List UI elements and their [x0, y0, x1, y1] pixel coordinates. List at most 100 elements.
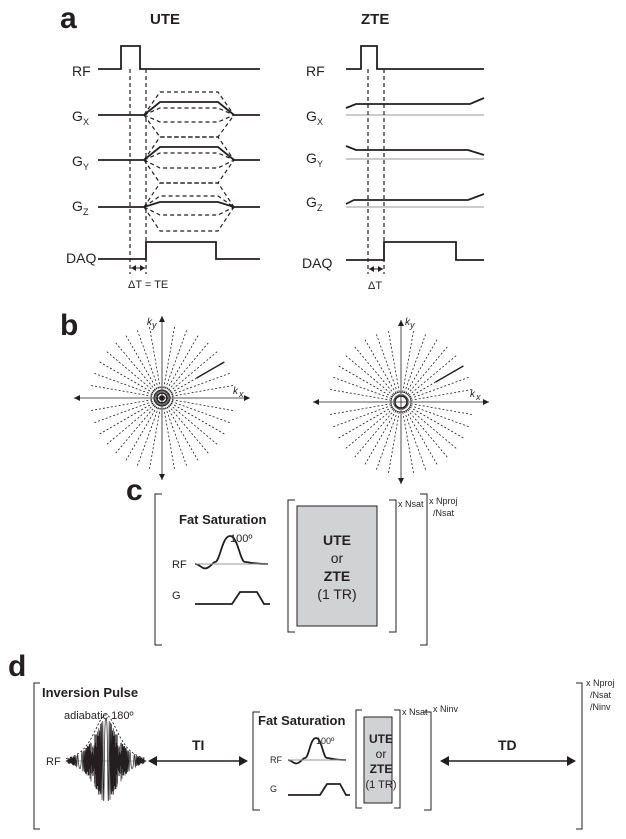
zte-daq-waveform: [346, 241, 484, 261]
d-inversion-title: Inversion Pulse: [42, 685, 138, 700]
svg-text:X: X: [83, 117, 89, 127]
svg-text:k: k: [470, 389, 476, 400]
svg-text:Z: Z: [83, 207, 89, 217]
c-outer-bracket-left: [154, 493, 162, 646]
d-outer-bracket-right: [576, 682, 583, 830]
ute-daq-label: DAQ: [66, 250, 96, 266]
d-box-ute: UTE: [369, 732, 393, 746]
ute-delta-arrow: [131, 265, 145, 271]
c-nsat-label: x Nsat: [398, 499, 424, 509]
c-inner-bracket-right: [389, 499, 397, 633]
zte-ky-label: k y: [405, 317, 415, 330]
c-nproj-label: x Nproj: [429, 496, 458, 506]
zte-gy-waveform: [345, 145, 485, 160]
d-box-zte: ZTE: [370, 762, 393, 776]
svg-text:k: k: [233, 386, 239, 397]
zte-gz-waveform: [345, 193, 485, 208]
c-fat-sat-title: Fat Saturation: [179, 512, 266, 527]
svg-text:X: X: [317, 117, 323, 127]
svg-text:Y: Y: [83, 162, 89, 172]
ute-kspace-trajectory: [74, 316, 250, 480]
svg-text:G: G: [72, 198, 83, 214]
svg-text:k: k: [147, 317, 153, 328]
c-rf-label: RF: [172, 559, 187, 571]
ute-delta-label: ΔT = TE: [128, 279, 168, 291]
svg-text:G: G: [306, 108, 317, 124]
d-g-waveform: [288, 783, 350, 796]
d-ninv-label: x Ninv: [433, 704, 459, 714]
svg-text:y: y: [409, 320, 415, 330]
zte-delta-label: ΔT: [368, 280, 382, 292]
svg-text:G: G: [72, 153, 83, 169]
d-inner-bracket-right: [394, 709, 401, 809]
svg-text:G: G: [72, 108, 83, 124]
zte-gy-label: G Y: [306, 150, 323, 169]
ute-title: UTE: [150, 11, 180, 28]
svg-text:k: k: [405, 317, 411, 328]
d-mid-bracket-left: [252, 711, 260, 811]
d-g-label: G: [270, 784, 277, 794]
c-outer-bracket-right: [420, 493, 428, 646]
c-box-zte: ZTE: [324, 568, 350, 584]
panel-label-d: d: [8, 650, 26, 683]
panel-label-b: b: [60, 309, 78, 342]
zte-gz-label: G Z: [306, 194, 323, 213]
ute-gx-waveform: [98, 91, 260, 138]
d-sequence-box: [363, 716, 393, 804]
ute-gy-waveform: [98, 136, 260, 184]
d-mid-bracket-right: [424, 711, 432, 811]
ute-rf-pulse: [98, 45, 260, 70]
ute-kx-label: k x: [233, 386, 244, 399]
svg-text:Y: Y: [317, 159, 323, 169]
zte-gx-waveform: [345, 97, 485, 116]
d-nsat-label: x Nsat: [402, 707, 428, 717]
svg-text:x: x: [238, 389, 244, 399]
ute-gz-label: G Z: [72, 198, 89, 217]
d-inner-bracket-left: [355, 709, 362, 809]
d-nproj-label: x Nproj: [586, 678, 615, 688]
c-inner-bracket-left: [287, 499, 295, 633]
d-ti-arrow: [148, 756, 248, 766]
c-sequence-box: [296, 505, 378, 627]
d-rf-label: RF: [46, 756, 61, 768]
d-td-arrow: [440, 756, 576, 766]
ute-rf-label: RF: [72, 63, 91, 79]
ute-gz-waveform: [98, 182, 260, 232]
zte-gx-label: G X: [306, 108, 323, 127]
c-g-label: G: [172, 590, 181, 602]
zte-rf-pulse: [346, 45, 484, 70]
ute-gx-label: G X: [72, 108, 89, 127]
c-g-waveform: [195, 591, 270, 605]
d-rf-pulse: [287, 737, 347, 765]
d-rf2-label: RF: [270, 755, 282, 765]
c-box-ute: UTE: [323, 532, 351, 548]
d-adiabatic-pulse: [65, 714, 147, 802]
d-adiabatic-label: adiabatic 180º: [64, 710, 133, 722]
c-nproj-denominator: /Nsat: [433, 508, 455, 518]
svg-text:G: G: [306, 194, 317, 210]
panel-label-c: c: [126, 474, 143, 507]
d-nproj-nsat: /Nsat: [590, 690, 612, 700]
d-flip-angle: 100º: [316, 736, 335, 746]
d-box-tr: (1 TR): [366, 779, 397, 791]
c-rf-pulse: [194, 535, 269, 570]
svg-text:x: x: [475, 392, 481, 402]
svg-text:y: y: [151, 320, 157, 330]
zte-title: ZTE: [361, 11, 389, 28]
ute-gy-label: G Y: [72, 153, 89, 172]
svg-text:Z: Z: [317, 203, 323, 213]
d-outer-bracket-left: [33, 682, 40, 830]
svg-text:G: G: [306, 150, 317, 166]
panel-label-a: a: [60, 2, 77, 35]
c-box-or: or: [331, 550, 344, 566]
ute-ky-label: k y: [147, 317, 157, 330]
d-nproj-ninv: /Ninv: [590, 702, 611, 712]
d-td-label: TD: [498, 737, 517, 753]
c-box-tr: (1 TR): [317, 586, 356, 602]
zte-kspace-trajectory: [313, 320, 489, 484]
zte-delta-arrow: [369, 266, 383, 272]
zte-daq-label: DAQ: [302, 255, 332, 271]
d-ti-label: TI: [192, 737, 204, 753]
zte-rf-label: RF: [306, 63, 325, 79]
